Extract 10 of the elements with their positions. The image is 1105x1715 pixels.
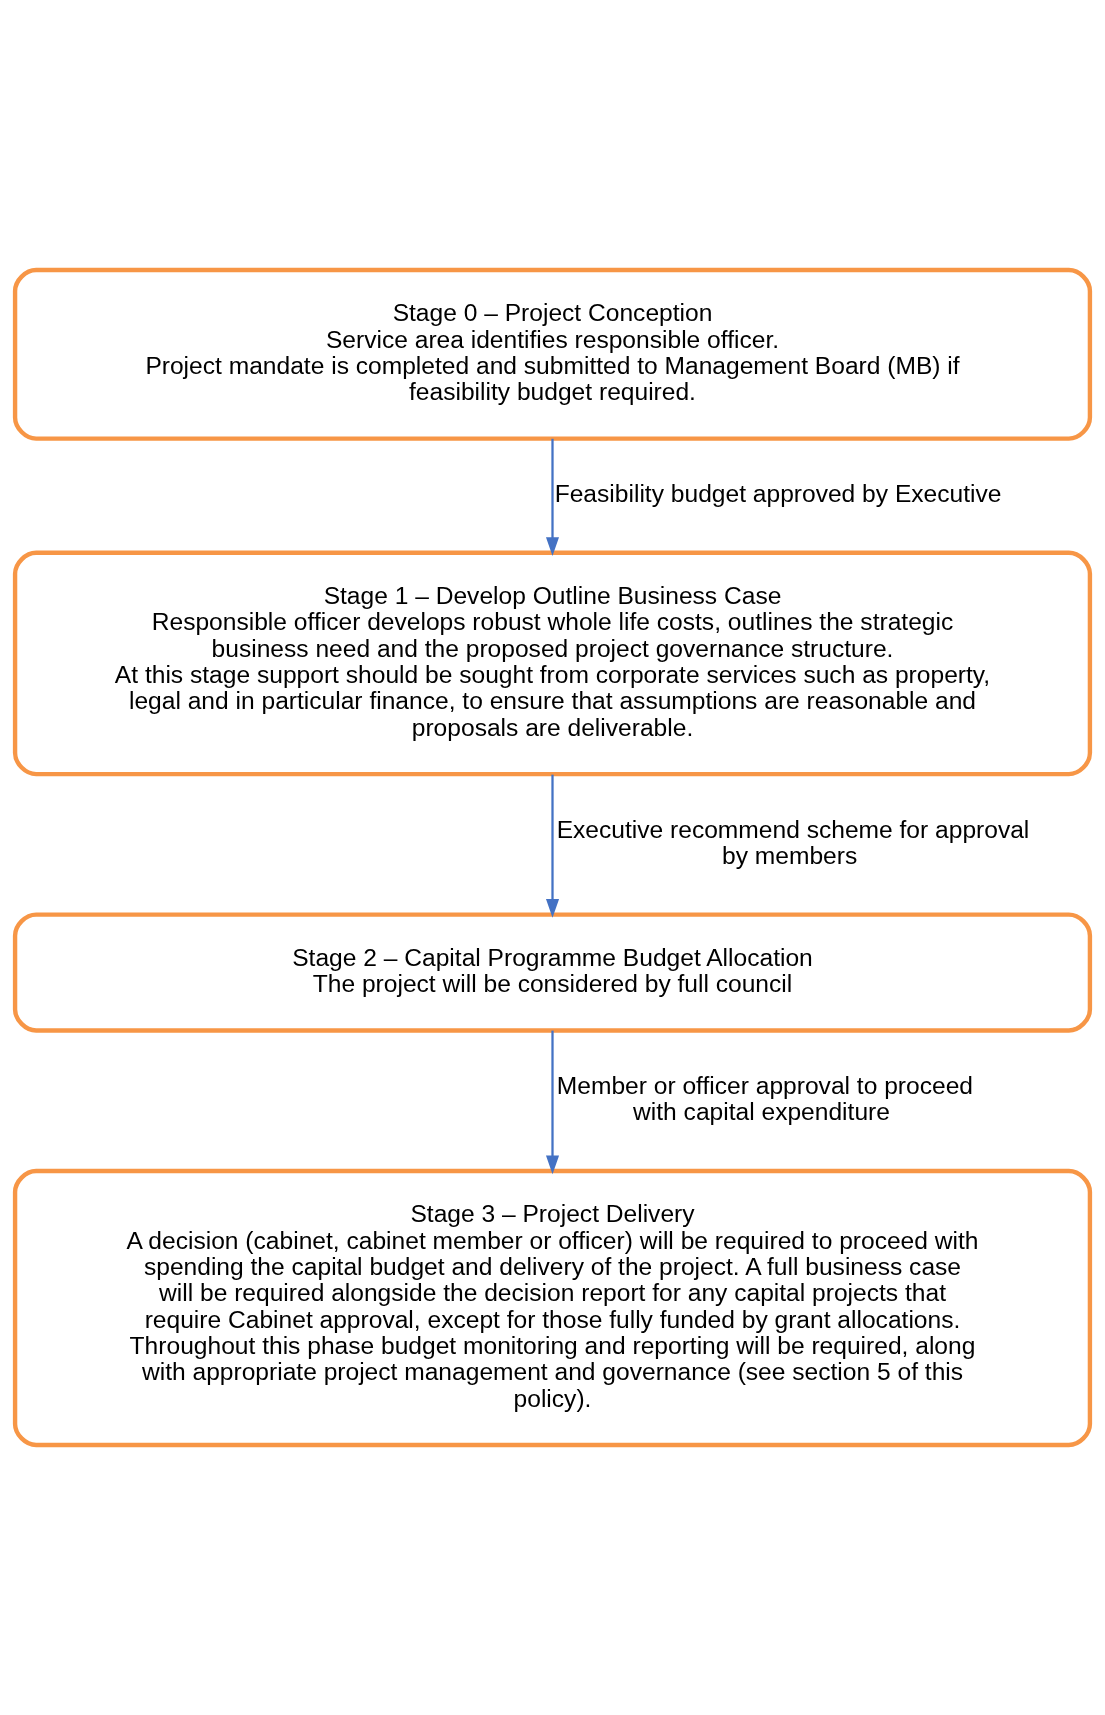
arrow <box>545 438 560 556</box>
node-box: Stage 1 – Develop Outline Business Case Responsible officer develops robust whole life costs, outlines the strategic business need and the proposed project governance structure. At this stage support should be sought from corporate services such as property, legal and in particular finance, to ensure that assumptions are reasonable and proposals are deliverable. <box>12 550 1093 777</box>
edge-label: Feasibility budget approved by Executive <box>554 480 1002 508</box>
edge-label: Member or officer approval to proceed with capital expenditure <box>556 1072 974 1126</box>
arrow <box>545 774 560 918</box>
node-box: Stage 0 – Project Conception Service area identifies responsible officer. Project mandate is completed and submitted to Management Board (MB) if feasibility budget required. <box>12 267 1093 441</box>
edge-label: Executive recommend scheme for approval by members <box>556 815 1030 869</box>
node-box: Stage 2 – Capital Programme Budget Allocation The project will be considered by full council <box>12 912 1093 1033</box>
arrow <box>545 1030 560 1175</box>
node-box: Stage 3 – Project Delivery A decision (cabinet, cabinet member or officer) will be required to proceed with spending the capital budget and delivery of the project. A full business case will be required alongside the decision report for any capital projects that require Cabinet approval, except for those fully funded by grant allocations. Throughout this phase budget monitoring and reporting will be required, along with appropriate project management and governance (see section 5 of this policy). <box>12 1168 1093 1448</box>
